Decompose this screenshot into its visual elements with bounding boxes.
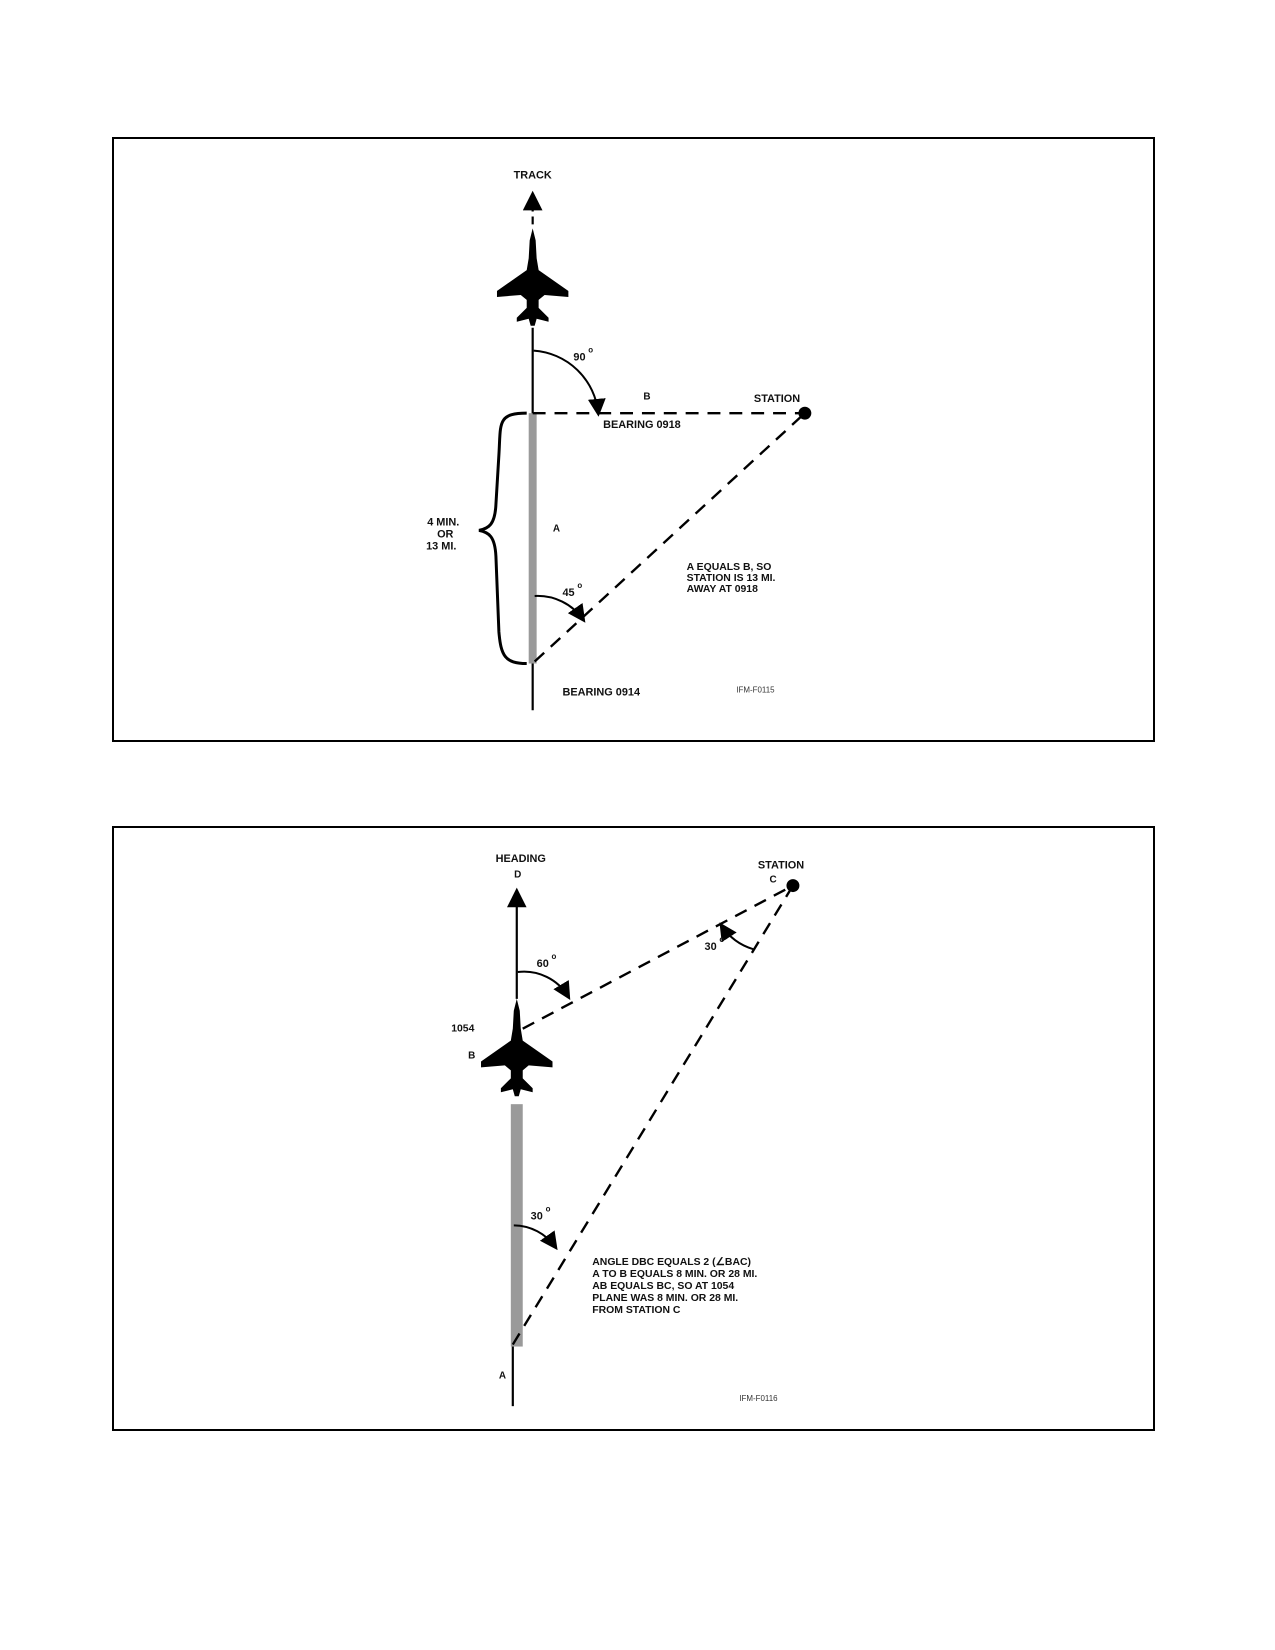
station-dot [798,406,812,420]
station-label: STATION [754,393,800,405]
angle-30-bottom-arc [513,1224,558,1251]
figure-2-diagram: HEADING D 1054 B STATION C 60 o 30 o 30 … [451,853,804,1407]
angle-60-arc [517,970,571,1000]
heading-label: HEADING [496,853,546,865]
angle-90-label: 90 [573,352,585,364]
figure-1-id: IFM-F0115 [736,685,775,694]
angle-30-top-label: 30 [705,941,717,953]
note-line-3: AWAY AT 0918 [687,584,758,595]
angle-45-degree: o [577,581,582,590]
angle-45-label: 45 [562,587,574,599]
note-line-5: FROM STATION C [592,1305,681,1316]
note-line-1: A EQUALS B, SO [687,562,772,573]
time-label: 1054 [451,1024,474,1035]
bearing-0918-label: BEARING 0918 [603,419,681,431]
aircraft-icon [481,998,553,1097]
distance-line-2: OR [437,528,453,540]
note-line-2: STATION IS 13 MI. [687,573,776,584]
note-line-1: ANGLE DBC EQUALS 2 (∠BAC) [592,1257,751,1268]
station-dot [786,879,800,893]
note-line-4: PLANE WAS 8 MIN. OR 28 MI. [592,1293,738,1304]
bearing-0914-label: BEARING 0914 [562,686,640,698]
point-b-label: B [468,1050,475,1061]
line-ac [511,884,794,1346]
label-a: A [553,523,560,534]
figure-2-id: IFM-F0116 [739,1394,778,1403]
figure-1-diagram: TRACK STATION 90 o B BEARING 0918 4 MIN.… [426,170,812,711]
segment-a [528,413,537,664]
station-label: STATION [758,860,804,872]
point-c-label: C [769,875,776,886]
point-d-label: D [514,870,521,881]
angle-90-degree: o [588,346,593,355]
distance-line-1: 4 MIN. [427,516,459,528]
aircraft-icon [496,228,569,326]
angle-45-arc [534,594,586,623]
point-a-label: A [499,1370,506,1381]
label-b: B [643,391,650,402]
bearing-line-0914 [533,412,806,663]
figure-2-frame: HEADING D 1054 B STATION C 60 o 30 o 30 … [112,826,1155,1431]
figure-1-frame: TRACK STATION 90 o B BEARING 0918 4 MIN.… [112,137,1155,742]
distance-brace [478,411,527,665]
angle-30-bottom-label: 30 [531,1210,543,1222]
angle-60-label: 60 [537,958,549,970]
note-line-2: A TO B EQUALS 8 MIN. OR 28 MI. [592,1269,757,1280]
angle-90-arc [533,349,606,417]
line-bc [522,884,794,1030]
angle-60-degree: o [552,952,557,961]
angle-30-top-degree: o [719,935,724,944]
angle-30-bottom-degree: o [546,1204,551,1213]
angle-30-top-arc [719,922,754,951]
distance-line-3: 13 MI. [426,540,456,552]
note-line-3: AB EQUALS BC, SO AT 1054 [592,1281,734,1292]
track-label: TRACK [514,170,552,182]
